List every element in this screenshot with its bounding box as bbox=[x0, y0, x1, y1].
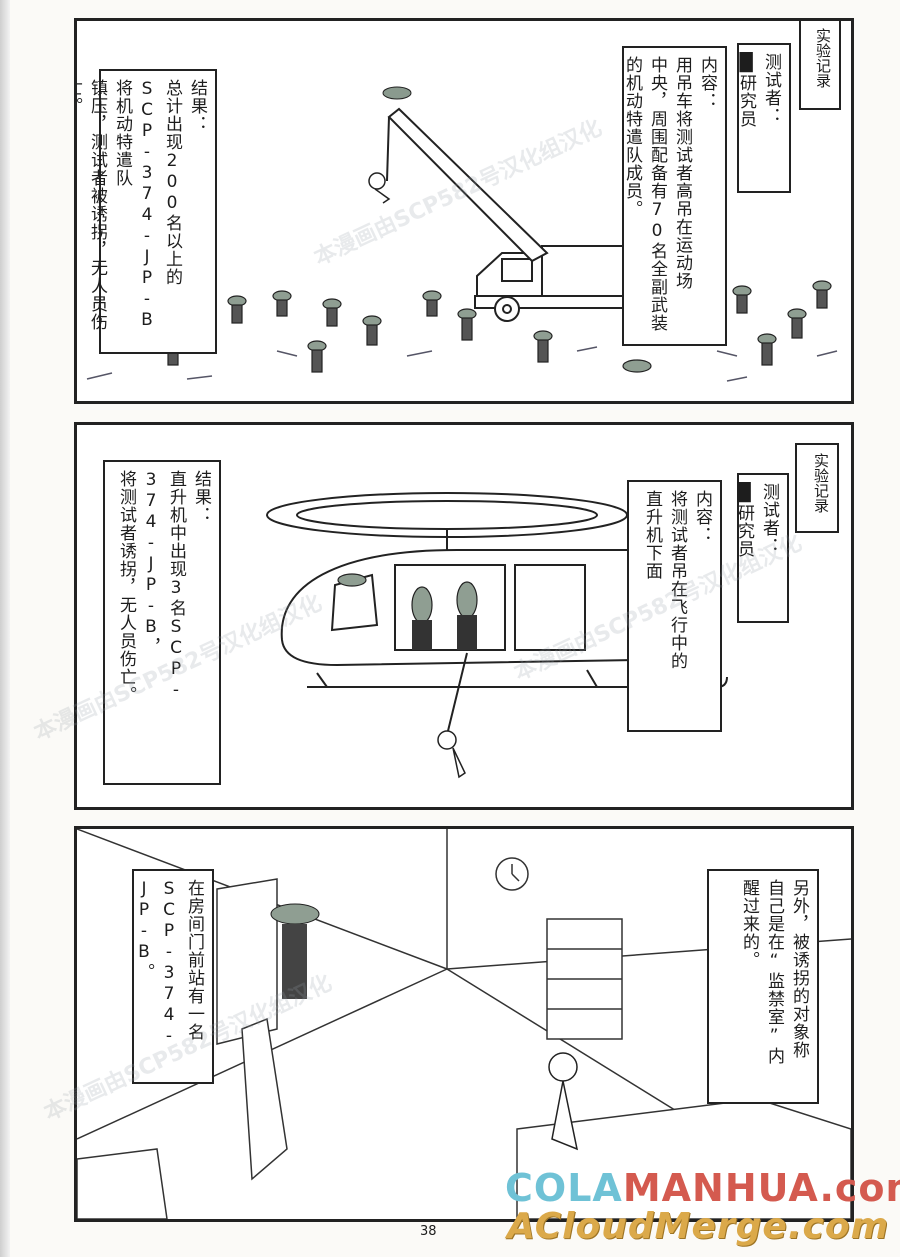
right-narration-box: 另外，被诱拐的对象称 自己是在“监禁室”内 醒过来的。 bbox=[707, 869, 819, 1104]
result-box-2: 结果： 直升机中出现3名SCP-374-JP-B， 将测试者诱拐，无人员伤亡。 bbox=[103, 460, 221, 785]
experiment-log-label-2: 实验记录 bbox=[812, 453, 830, 513]
tester-box-2: 测试者： █研究员 bbox=[734, 473, 789, 623]
right-narration-line-1: 另外，被诱拐的对象称 bbox=[789, 879, 809, 1059]
left-narration-box: 在房间门前站有一名 SCP-374-JP-B。 bbox=[132, 869, 214, 1084]
right-narration-line-2: 自己是在“监禁室”内 bbox=[764, 879, 784, 1065]
site-watermark-2: ACloudMerge.com bbox=[507, 1206, 890, 1247]
right-narration-line-3: 醒过来的。 bbox=[739, 879, 759, 969]
site-watermark-part-1: COLA bbox=[505, 1166, 623, 1210]
experiment-log-label: 实验记录 bbox=[814, 28, 832, 88]
result-line-1: 结果： bbox=[191, 470, 211, 524]
panel-helicopter-experiment: 实验记录 测试者： █研究员 内容： 将测试者吊在飞行中的 直升机下面 结果： … bbox=[74, 422, 854, 810]
panel-crane-experiment: 实验记录 测试者： █研究员 内容： 用吊车将测试者高吊在运动场 中央，周围配备… bbox=[74, 18, 854, 404]
result-line-1: 结果： bbox=[187, 79, 207, 133]
page-spine bbox=[0, 0, 10, 1257]
result-box: 结果： 总计出现200名以上的 SCP-374-JP-B将机动特遣队 镇压，测试… bbox=[77, 69, 217, 354]
left-narration-line-2: SCP-374-JP-B。 bbox=[134, 879, 179, 1047]
result-line-2: 总计出现200名以上的 bbox=[162, 79, 182, 286]
experiment-log-tag: 实验记录 bbox=[799, 21, 841, 110]
content-line-1: 内容： bbox=[692, 490, 712, 544]
panel-containment-room: 在房间门前站有一名 SCP-374-JP-B。 另外，被诱拐的对象称 自己是在“… bbox=[74, 826, 854, 1222]
site-watermark-part-2: MANHUA.com bbox=[622, 1166, 900, 1210]
tester-line-2: █研究员 bbox=[736, 53, 756, 128]
left-narration-line-1: 在房间门前站有一名 bbox=[184, 879, 204, 1041]
room-scene-illustration bbox=[77, 829, 851, 1219]
content-line-2: 将测试者吊在飞行中的 bbox=[667, 490, 687, 670]
result-line-2: 直升机中出现3名SCP-374-JP-B， bbox=[141, 470, 186, 701]
tester-box: 测试者： █研究员 bbox=[736, 43, 791, 193]
content-box-2: 内容： 将测试者吊在飞行中的 直升机下面 bbox=[627, 480, 722, 732]
helicopter-scene-illustration bbox=[266, 492, 728, 779]
content-box: 内容： 用吊车将测试者高吊在运动场 中央，周围配备有70名全副武装 的机动特遣队… bbox=[622, 46, 727, 346]
site-watermark: COLAMANHUA.com bbox=[505, 1166, 900, 1210]
content-line-1: 内容： bbox=[697, 56, 717, 110]
tester-line-1: 测试者： bbox=[759, 483, 779, 555]
content-line-3: 中央，周围配备有70名全副武装 bbox=[647, 56, 667, 332]
result-line-4: 镇压，测试者被诱拐，无人员伤亡。 bbox=[77, 79, 107, 331]
content-line-3: 直升机下面 bbox=[642, 490, 662, 580]
tester-line-1: 测试者： bbox=[761, 53, 781, 125]
page-number: 38 bbox=[420, 1224, 437, 1239]
result-line-3: 将测试者诱拐，无人员伤亡。 bbox=[116, 470, 136, 704]
content-line-2: 用吊车将测试者高吊在运动场 bbox=[672, 56, 692, 290]
experiment-log-tag-2: 实验记录 bbox=[795, 443, 839, 533]
tester-line-2: █研究员 bbox=[734, 483, 754, 558]
content-line-4: 的机动特遣队成员。 bbox=[622, 56, 642, 218]
result-line-3: SCP-374-JP-B将机动特遣队 bbox=[112, 79, 157, 331]
crane-scene-illustration bbox=[86, 86, 838, 382]
